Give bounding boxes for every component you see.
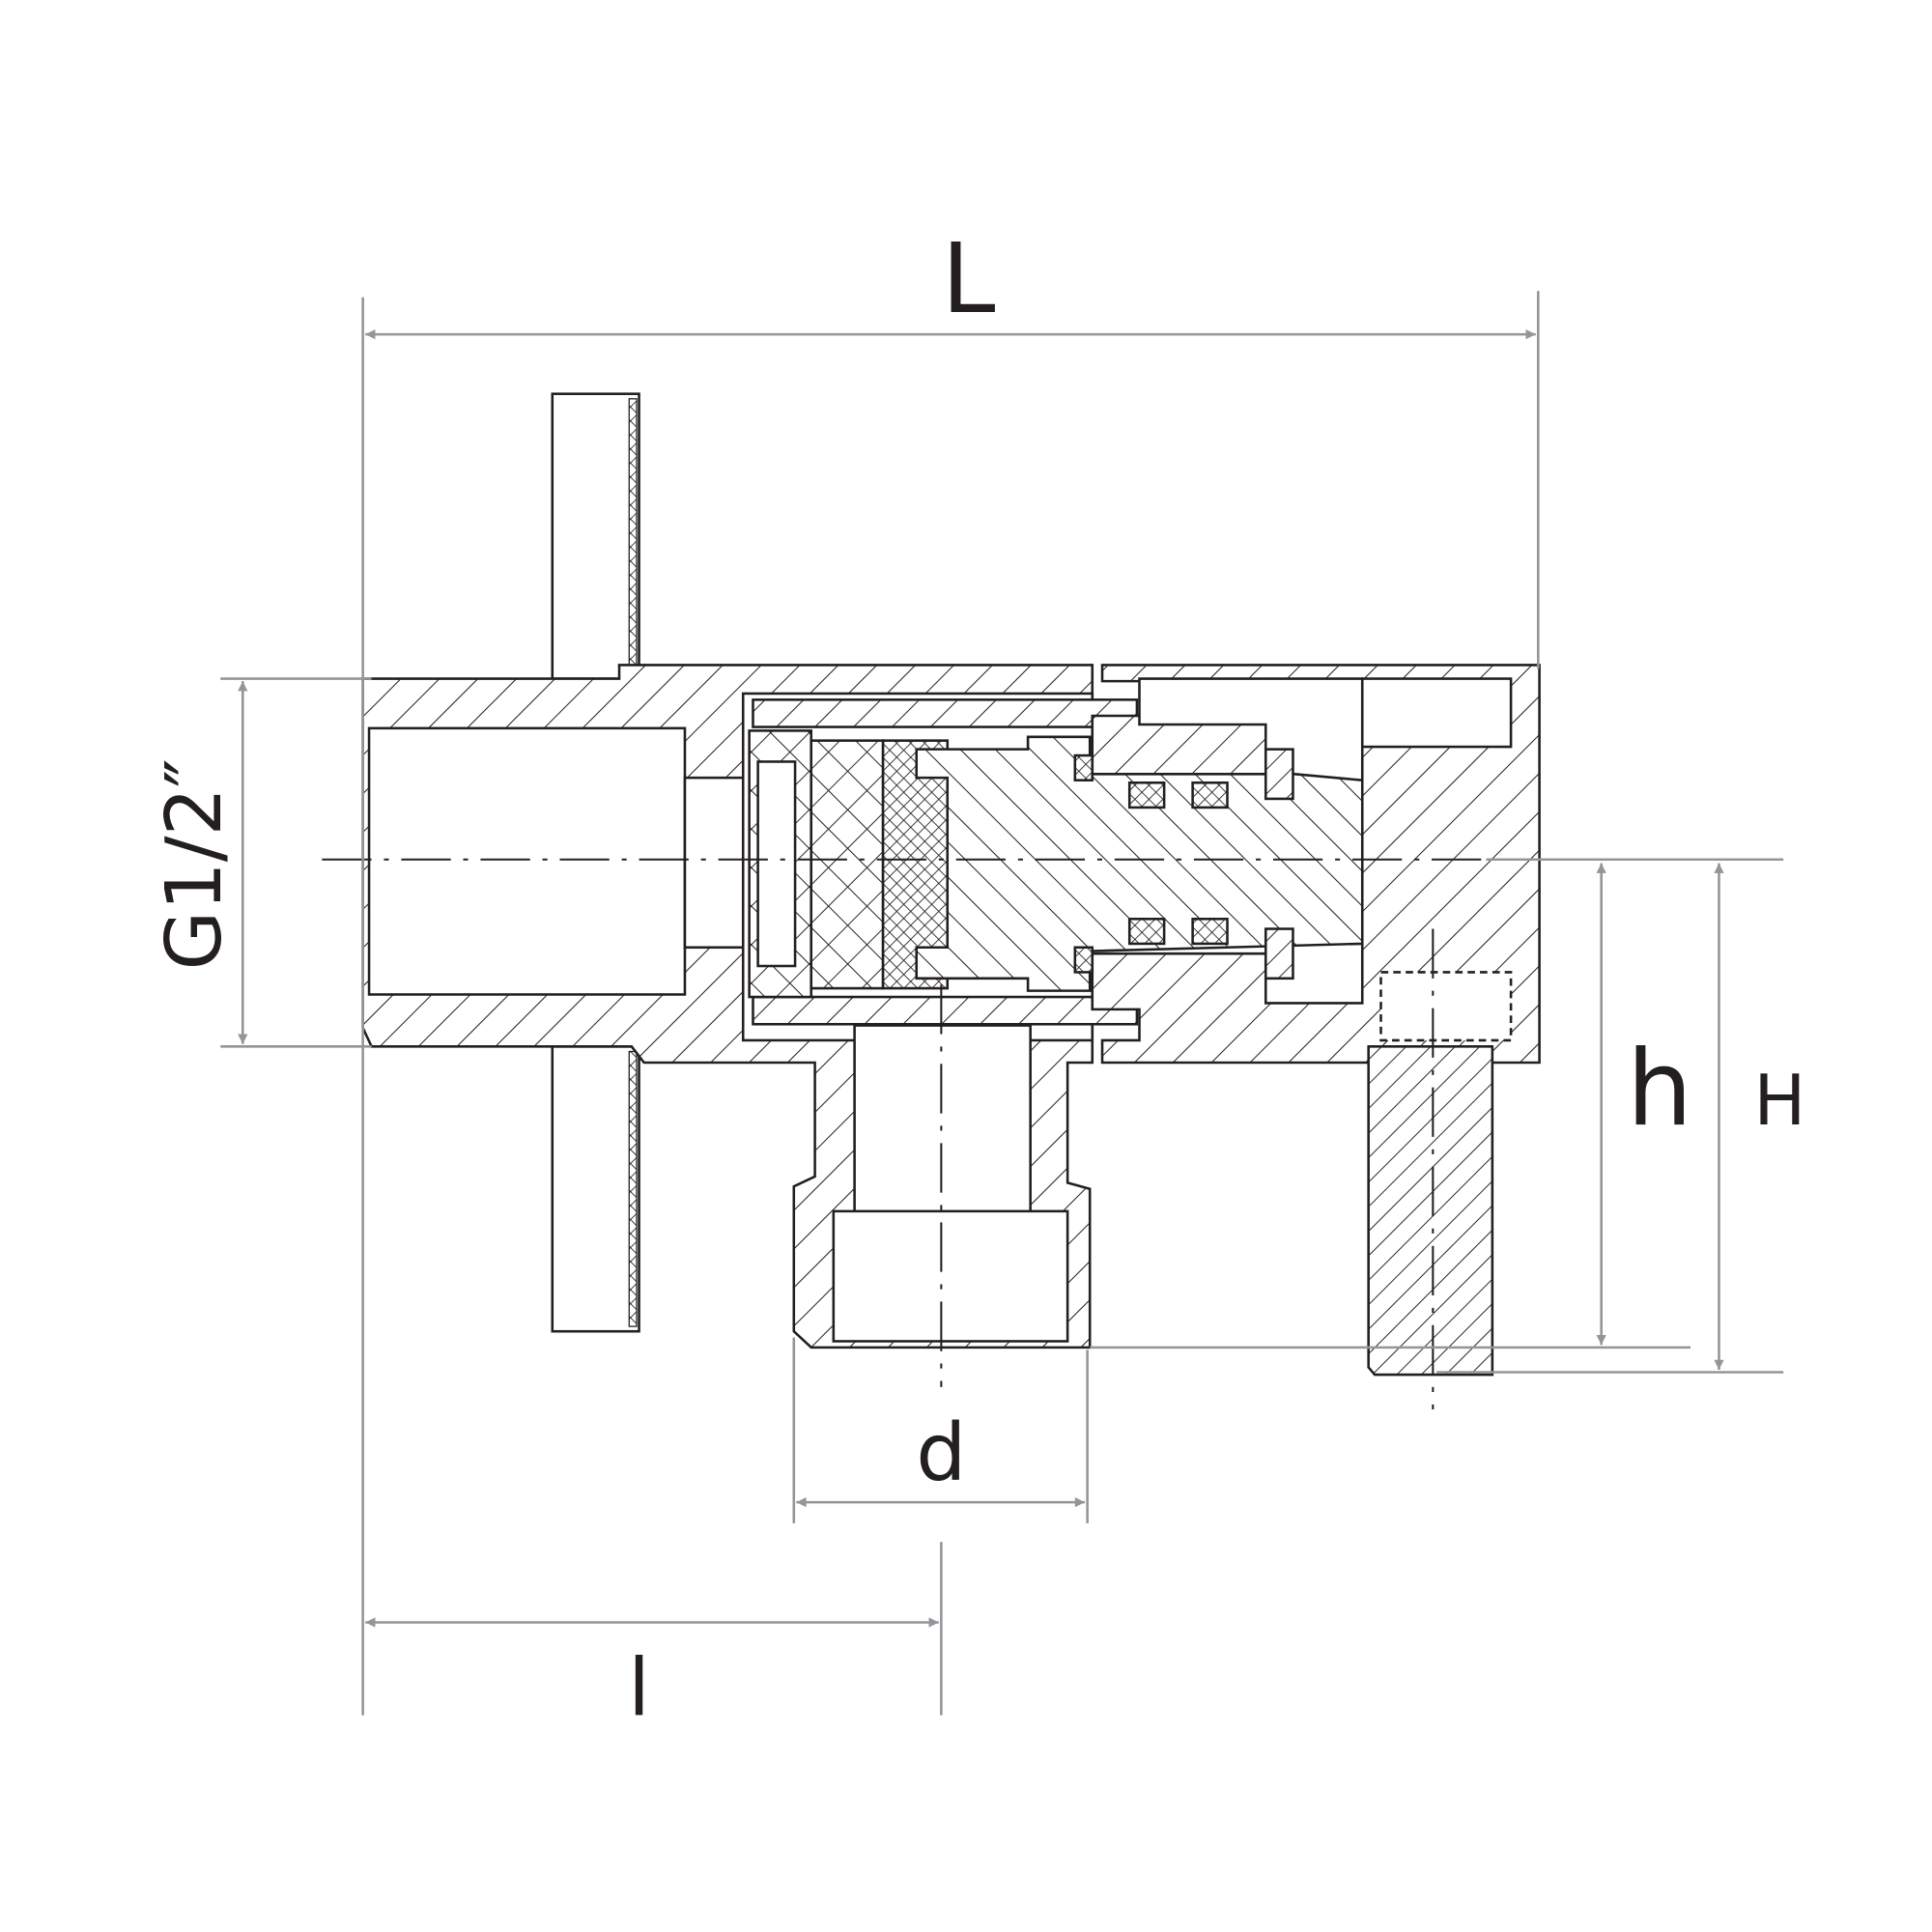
outlet-thread bbox=[832, 1209, 1069, 1343]
dimension-label-d: d bbox=[916, 1407, 966, 1499]
dimension-lines bbox=[220, 291, 1784, 1716]
bonnet bbox=[1091, 664, 1541, 1065]
washer bbox=[810, 739, 885, 990]
dimension-label-h: h bbox=[1627, 1029, 1692, 1150]
o-ring bbox=[1127, 781, 1166, 810]
dimension-label-thread: G1/2″ bbox=[149, 758, 239, 970]
inlet-bore bbox=[367, 726, 687, 996]
dimension-label-L: L bbox=[942, 222, 996, 335]
handle-lower bbox=[551, 1045, 640, 1333]
valve-body-section bbox=[361, 392, 1541, 1377]
lever bbox=[1367, 1045, 1494, 1377]
o-ring bbox=[1191, 781, 1229, 810]
dimension-label-H: H bbox=[1753, 1060, 1805, 1141]
centerlines bbox=[322, 858, 1567, 1409]
outlet-bore bbox=[853, 1024, 1032, 1215]
o-ring bbox=[1127, 918, 1166, 946]
handle-upper bbox=[551, 392, 640, 680]
dimension-label-l: l bbox=[628, 1643, 650, 1735]
o-ring bbox=[1191, 918, 1229, 946]
